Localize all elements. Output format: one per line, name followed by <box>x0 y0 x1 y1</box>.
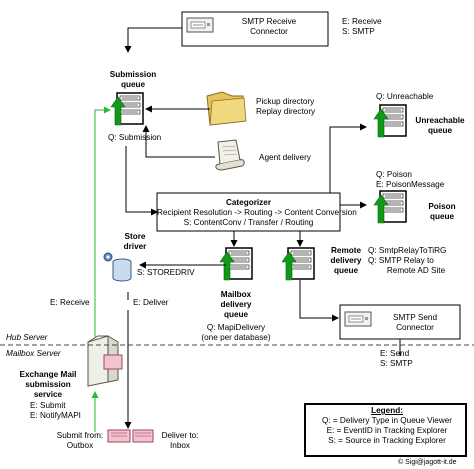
categorizer-line-1: Recipient Resolution -> Routing -> Conte… <box>157 208 357 217</box>
categorizer-line-2: S: ContentConv / Transfer / Routing <box>183 218 314 227</box>
store-driver-source: S: STOREDRIV <box>137 268 195 277</box>
legend-line-3: S: = Source in Tracking Explorer <box>328 436 446 445</box>
categorizer-box <box>156 192 341 232</box>
unreachable-queue-type: Q: Unreachable <box>376 92 434 101</box>
submission-queue-title: Submission queue <box>100 70 166 90</box>
smtp-receive-label: SMTP Receive Connector <box>214 17 324 37</box>
poison-queue-title: Poison queue <box>418 202 466 222</box>
mailsubmission-tracking: E: Submit E: NotifyMAPI <box>30 401 81 421</box>
legend-title: Legend: <box>371 406 403 415</box>
unreachable-queue-title: Unreachable queue <box>410 116 470 136</box>
copyright: © Sigi@jagott-it.de <box>398 459 457 466</box>
scroll-icon <box>215 139 245 171</box>
mailbox-queue-type: Q: MapiDelivery <box>206 323 266 332</box>
inbox-label-line-1: Deliver to: <box>161 431 199 440</box>
remote-queue-title-line-3: queue <box>333 266 359 275</box>
poison-title-line-2: queue <box>429 212 455 221</box>
inbox-label-line-2: Inbox <box>169 441 191 450</box>
smtp-send-server-icon <box>344 311 372 327</box>
inbox-label: Deliver to: Inbox <box>152 431 208 451</box>
poison-queue-type: Q: Poison <box>376 170 412 179</box>
pickup-label-line-2: Replay directory <box>256 107 316 116</box>
arrow-categorizer-to-unreachable <box>329 123 367 193</box>
smtp-send-label: SMTP Send Connector <box>372 313 458 333</box>
mailbox-server-icon <box>87 335 123 387</box>
store-driver-title-line-2: driver <box>123 242 147 251</box>
folder-icon <box>206 91 247 126</box>
smtp-send-label-line-1: SMTP Send <box>393 313 437 322</box>
mailsubmission-title-line-1: Exchange Mail <box>19 370 77 379</box>
unreachable-title-line-1: Unreachable <box>415 116 465 125</box>
mailsubmission-title-line-3: service <box>33 390 63 399</box>
poison-title-line-1: Poison <box>428 202 456 211</box>
arrow-receive-to-submission <box>124 27 182 53</box>
smtp-send-tracking: E: Send S: SMTP <box>380 349 413 369</box>
smtp-receive-source: S: SMTP <box>342 27 375 36</box>
remote-queue-icon <box>281 247 315 281</box>
smtp-receive-tracking: E: Receive S: SMTP <box>342 17 382 37</box>
smtp-receive-label-line-1: SMTP Receive <box>241 17 297 26</box>
pickup-label-line-1: Pickup directory <box>256 97 315 106</box>
smtp-send-label-line-2: Connector <box>396 323 434 332</box>
legend-box <box>304 403 467 457</box>
smtp-receive-event: E: Receive <box>342 17 382 26</box>
poison-queue-icon <box>373 190 407 224</box>
inbox-icon <box>132 429 154 443</box>
poison-tracking: Q: Poison E: PoisonMessage <box>376 170 444 190</box>
remote-queue-title: Remote delivery queue <box>322 246 370 276</box>
arrow-mailsubmission-to-submission <box>94 106 111 338</box>
legend: Legend: Q: = Delivery Type in Queue View… <box>310 406 464 446</box>
database-icon <box>112 258 132 282</box>
mailbox-queue-title-line-2: delivery <box>220 300 252 309</box>
pickup-label: Pickup directory Replay directory <box>256 97 315 117</box>
submission-queue-icon <box>110 92 144 126</box>
store-driver-title-line-1: Store <box>124 232 146 241</box>
remote-queue-title-line-2: delivery <box>330 256 362 265</box>
hub-server-label: Hub Server <box>6 333 48 342</box>
mailbox-queue-icon <box>219 247 253 281</box>
categorizer-text: Categorizer Recipient Resolution -> Rout… <box>157 198 357 228</box>
mailbox-queue-title-line-3: queue <box>223 310 249 319</box>
arrow-agent-to-submission <box>142 125 215 158</box>
legend-line-2: E: = EventID in Tracking Explorer <box>326 426 448 435</box>
mailsubmission-event: E: Submit <box>30 401 66 410</box>
mailsubmission-title: Exchange Mail submission service <box>8 370 88 400</box>
outbox-label: Submit from: Outbox <box>52 431 108 451</box>
mailbox-server-label: Mailbox Server <box>6 349 61 358</box>
categorizer-title: Categorizer <box>225 198 272 207</box>
store-driver-title: Store driver <box>112 232 158 252</box>
mailbox-queue-info: Q: MapiDelivery (one per database) <box>184 323 288 343</box>
submission-queue-type: Q: Submission <box>108 133 162 142</box>
mailbox-queue-title-line-1: Mailbox <box>220 290 252 299</box>
receive-edge-label: E: Receive <box>50 298 90 307</box>
remote-queue-type-3: Remote AD Site <box>386 266 446 275</box>
remote-queue-title-line-1: Remote <box>330 246 362 255</box>
outbox-label-line-2: Outbox <box>66 441 94 450</box>
submission-title-line-2: queue <box>120 80 146 89</box>
legend-line-1: Q: = Delivery Type in Queue Viewer <box>321 416 453 425</box>
deliver-edge-label: E: Deliver <box>133 298 169 307</box>
outbox-label-line-1: Submit from: <box>56 431 104 440</box>
remote-queue-type-2: Q: SMTP Relay to <box>368 256 434 265</box>
outbox-icon <box>107 429 131 443</box>
submission-title-line-1: Submission <box>109 70 157 79</box>
smtp-receive-server-icon <box>186 17 214 33</box>
remote-queue-info: Q: SmtpRelayToTiRG Q: SMTP Relay to Remo… <box>368 246 464 276</box>
unreachable-title-line-2: queue <box>427 126 453 135</box>
agent-delivery-label: Agent delivery <box>259 153 311 162</box>
smtp-send-source: S: SMTP <box>380 359 413 368</box>
mailsubmission-title-line-2: submission <box>25 380 71 389</box>
mailbox-queue-note: (one per database) <box>201 333 271 342</box>
smtp-receive-label-line-2: Connector <box>250 27 288 36</box>
smtp-send-event: E: Send <box>380 349 410 358</box>
arrow-submission-to-categorizer <box>125 146 158 216</box>
poison-event: E: PoisonMessage <box>376 180 445 189</box>
remote-queue-type: Q: SmtpRelayToTiRG <box>368 246 447 255</box>
mailbox-queue-title: Mailbox delivery queue <box>205 290 267 320</box>
arrow-remote-queue-to-smtp-send <box>299 280 339 322</box>
unreachable-queue-icon <box>373 104 407 138</box>
gear-icon <box>103 252 113 262</box>
mailsubmission-event-2: E: NotifyMAPI <box>30 411 81 420</box>
